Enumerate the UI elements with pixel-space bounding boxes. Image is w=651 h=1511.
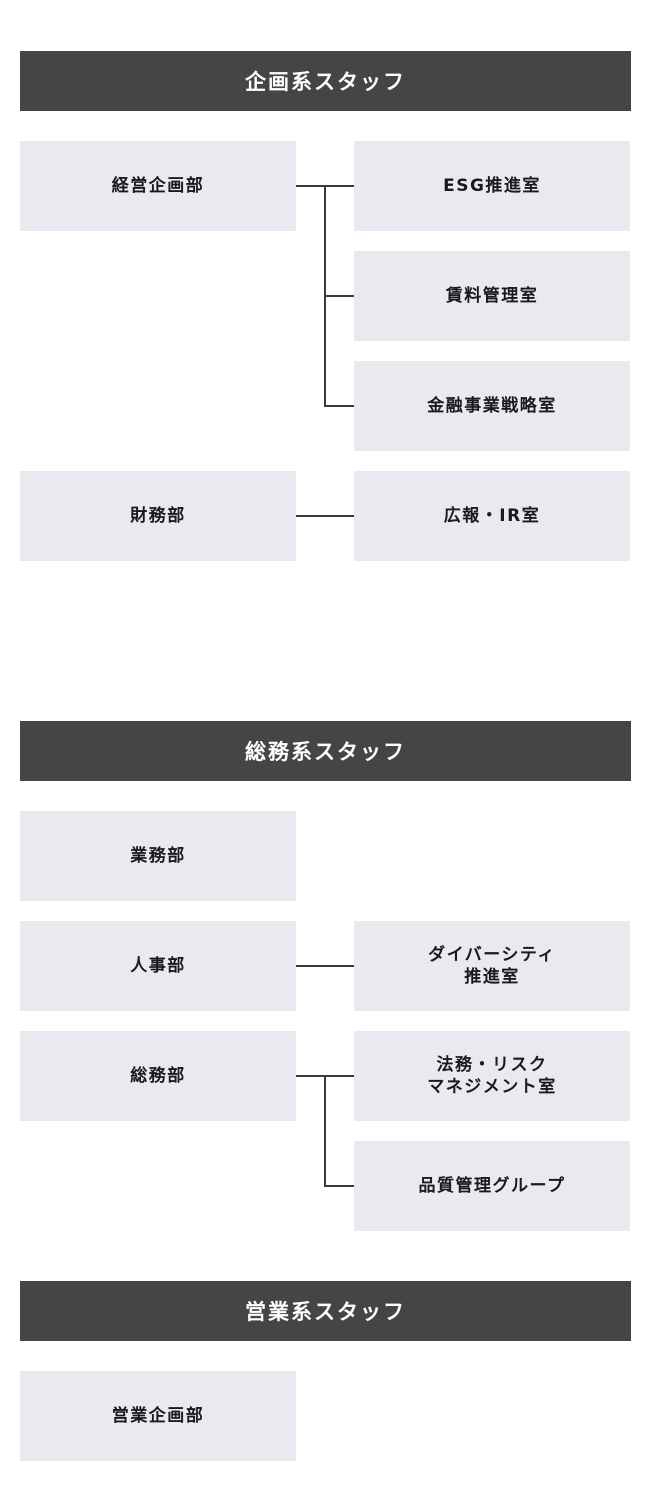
dept-box-operations: 業務部 [20,811,296,901]
dept-box-sales-planning: 営業企画部 [20,1371,296,1461]
sub-box-legal-risk: 法務・リスク マネジメント室 [354,1031,630,1121]
connector-line [324,1075,326,1186]
connector-line [324,295,354,297]
connector-line [296,965,354,967]
dept-box-corporate-planning: 経営企画部 [20,141,296,231]
connector-line [296,515,354,517]
sub-box-pr-ir: 広報・IR室 [354,471,630,561]
sub-box-esg: ESG推進室 [354,141,630,231]
section-header-planning: 企画系スタッフ [20,51,631,111]
sub-box-rent-management: 賃料管理室 [354,251,630,341]
dept-box-finance: 財務部 [20,471,296,561]
sub-box-diversity: ダイバーシティ 推進室 [354,921,630,1011]
sub-box-finance-strategy: 金融事業戦略室 [354,361,630,451]
sub-box-quality: 品質管理グループ [354,1141,630,1231]
connector-line [324,405,354,407]
section-header-general-affairs: 総務系スタッフ [20,721,631,781]
section-header-sales: 営業系スタッフ [20,1281,631,1341]
dept-box-hr: 人事部 [20,921,296,1011]
connector-line [324,1185,354,1187]
dept-box-general-affairs: 総務部 [20,1031,296,1121]
